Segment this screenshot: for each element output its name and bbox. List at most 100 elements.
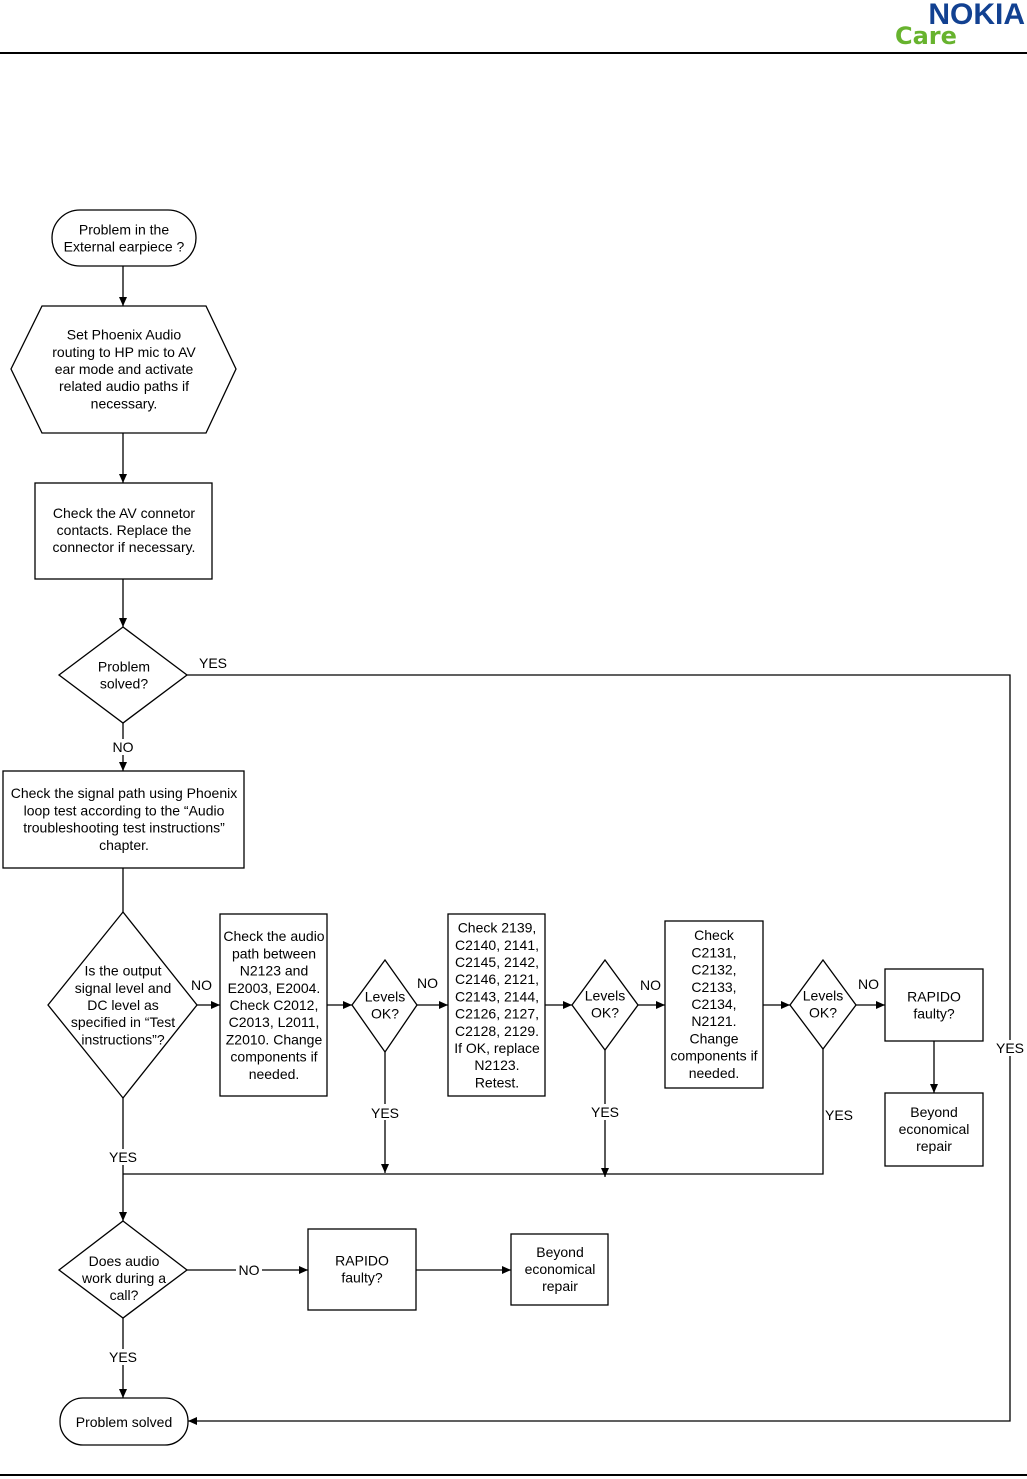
rapido-faulty-process-2 xyxy=(307,1228,417,1311)
node-text-line: DC level as xyxy=(87,997,159,1013)
node-text-line: Beyond xyxy=(536,1244,583,1260)
node-text-line: Does audio xyxy=(89,1253,160,1269)
node-text-line: call? xyxy=(110,1287,139,1303)
label-output-no: NO xyxy=(191,977,212,993)
node-text-line: Check xyxy=(694,927,735,943)
levels-ok-decision-1 xyxy=(351,958,418,1054)
node-text-line: loop test according to the “Audio xyxy=(24,802,225,818)
node-text-line: RAPIDO xyxy=(335,1252,389,1268)
label-levels1-yes: YES xyxy=(371,1105,399,1121)
node-text-line: economical xyxy=(525,1261,596,1277)
node-text-line: Problem in the xyxy=(79,221,169,237)
node-text-line: Check 2139, xyxy=(458,920,537,936)
check-av-process xyxy=(34,482,213,580)
label-levels2-yes: YES xyxy=(591,1104,619,1120)
node-text-line: N2123 and xyxy=(240,963,309,979)
node-text-line: work during a xyxy=(81,1270,166,1286)
header-rule xyxy=(0,52,1027,54)
check-signal-path-process xyxy=(2,770,245,869)
label-levels3-no: NO xyxy=(858,976,879,992)
label-audio-call-yes: YES xyxy=(109,1349,137,1365)
branch-labels: YES NO NO NO NO NO YES YES YES YES YES N… xyxy=(107,655,1026,1365)
node-text-line: Z2010. Change xyxy=(226,1031,323,1047)
brand-care: Care xyxy=(895,22,957,50)
beyond-repair-process-1 xyxy=(884,1092,984,1167)
check-c2131-process xyxy=(664,920,764,1089)
output-level-decision xyxy=(47,910,198,1100)
node-text-line: faulty? xyxy=(341,1270,382,1286)
node-text-line: specified in “Test xyxy=(71,1014,175,1030)
brand-nokia: NOKIA xyxy=(928,0,1025,31)
node-text-line: E2003, E2004. xyxy=(228,980,321,996)
footer-rule xyxy=(0,1474,1027,1476)
node-text-line: instructions”? xyxy=(81,1031,164,1047)
node-text-line: C2131, xyxy=(691,944,736,960)
label-problem-solved-yes: YES xyxy=(199,655,227,671)
line-levels3-yes-merge xyxy=(123,1049,824,1175)
node-text-line: N2121. xyxy=(691,1013,736,1029)
node-text-line: Levels xyxy=(803,987,843,1003)
node-text-line: Check the AV connetor xyxy=(53,505,195,521)
node-text-line: C2145, 2142, xyxy=(455,954,539,970)
start-terminator xyxy=(51,209,197,267)
node-text-line: troubleshooting test instructions” xyxy=(23,820,225,836)
node-text-line: C2126, 2127, xyxy=(455,1006,539,1022)
node-text-line: components if xyxy=(670,1048,757,1064)
node-text-line: solved? xyxy=(100,676,148,692)
node-text-line: repair xyxy=(542,1278,578,1294)
node-text-line: connector if necessary. xyxy=(53,539,196,555)
node-text-rapido-2: RAPIDO faulty? xyxy=(335,1252,389,1285)
node-text-line: OK? xyxy=(809,1005,837,1021)
node-text-line: chapter. xyxy=(99,837,149,853)
node-text-line: Levels xyxy=(585,987,625,1003)
node-text-rapido-1: RAPIDO faulty? xyxy=(907,988,961,1021)
node-text-line: C2146, 2121, xyxy=(455,971,539,987)
label-problem-solved-no: NO xyxy=(113,739,134,755)
node-text-line: signal level and xyxy=(75,980,172,996)
levels-ok-decision-2 xyxy=(571,958,639,1052)
check-audio-path-process xyxy=(219,913,328,1097)
node-text-line: repair xyxy=(916,1138,952,1154)
node-text-line: If OK, replace xyxy=(454,1040,540,1056)
rapido-faulty-process-1 xyxy=(884,968,984,1042)
node-text-line: Problem solved xyxy=(76,1414,173,1430)
node-text-line: Is the output xyxy=(84,963,161,979)
node-text-line: C2132, xyxy=(691,962,736,978)
node-text-line: OK? xyxy=(591,1005,619,1021)
node-text-line: economical xyxy=(899,1121,970,1137)
node-text-line: needed. xyxy=(689,1065,740,1081)
label-output-yes: YES xyxy=(109,1149,137,1165)
node-text-line: Levels xyxy=(365,988,405,1004)
node-text-line: ear mode and activate xyxy=(55,361,194,377)
node-text-line: related audio paths if xyxy=(59,378,189,394)
node-text-line: External earpiece ? xyxy=(64,239,185,255)
node-text-line: Check the signal path using Phoenix xyxy=(11,785,237,801)
node-text-line: path between xyxy=(232,945,316,961)
node-text-line: C2133, xyxy=(691,979,736,995)
label-problem-solved-yes-right: YES xyxy=(996,1040,1024,1056)
node-text-line: Retest. xyxy=(475,1074,519,1090)
node-text-line: Beyond xyxy=(910,1104,957,1120)
node-text-line: Check the audio xyxy=(223,928,324,944)
check-2139-process xyxy=(447,913,546,1097)
node-text-line: RAPIDO xyxy=(907,988,961,1004)
node-text-line: C2013, L2011, xyxy=(229,1014,320,1030)
audio-call-decision xyxy=(57,1220,189,1319)
node-text-line: necessary. xyxy=(91,395,158,411)
end-terminator xyxy=(59,1397,189,1446)
label-levels3-yes: YES xyxy=(825,1107,853,1123)
label-levels2-no: NO xyxy=(640,977,661,993)
node-text-line: contacts. Replace the xyxy=(57,522,192,538)
node-text-line: faulty? xyxy=(913,1006,954,1022)
node-text-line: Set Phoenix Audio xyxy=(67,327,182,343)
